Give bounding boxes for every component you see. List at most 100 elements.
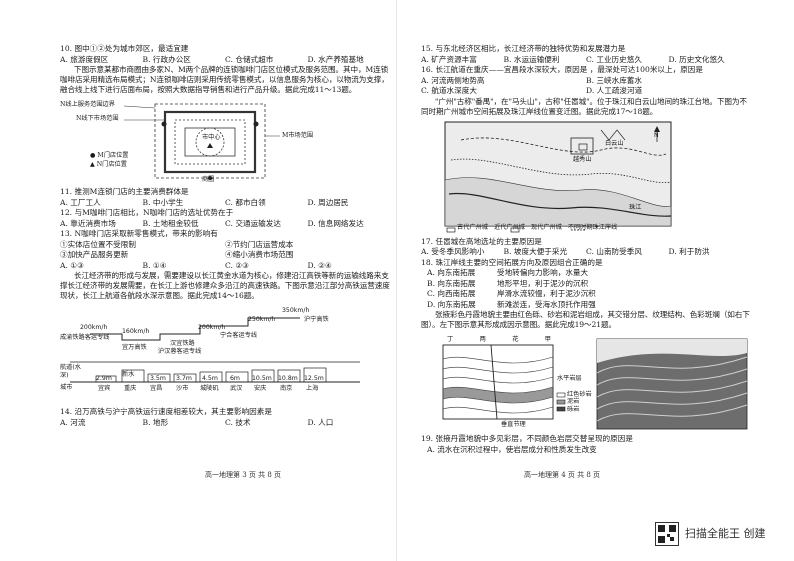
q15-option-d: D. 历史文化悠久 — [668, 54, 725, 64]
section-label-jia: 甲 — [544, 336, 551, 344]
q12-option-b: B. 土地租金较低 — [142, 218, 199, 228]
q16-option-c: C. 航道水深度大 — [421, 86, 477, 96]
legend-shoreline: 不同时期珠江岸线 — [567, 223, 618, 231]
question-17-options: A. 受冬季风影响小 B. 坡度大便于采光 C. 山南防受季风 D. 利于防洪 — [421, 247, 751, 257]
map-label-yuexiu: 越秀山 — [573, 155, 592, 163]
q15-option-b: B. 水运运输便利 — [503, 54, 560, 64]
city-yibin: 宜宾 — [98, 385, 111, 393]
q10-option-c: C. 仓储式超市 — [225, 54, 274, 64]
danxia-figures: 丁 两 花 甲 红色砂岩 泥岩 砾岩 水平岩层 垂直节理 — [421, 333, 751, 431]
label-n-online-range: N线上服务范围边界 — [60, 101, 115, 109]
section-top-labels: 丁 两 花 甲 — [447, 336, 551, 344]
question-13-stem: 13. N咖啡门店采取新零售模式，带来的影响有 — [60, 229, 218, 239]
q18-b-direction: B. 向东南拓展 — [427, 278, 476, 288]
question-13-items-row2: ③加快产品服务更新 ④缩小消费市场范围 — [60, 250, 390, 260]
q18-row-b: B. 向东南拓展 地形平坦，利于泥沙的沉积 — [421, 279, 751, 289]
q13-option-c: C. ②③ — [225, 260, 249, 270]
section-label-ding: 丁 — [447, 336, 454, 344]
speed-200-a: 200km/h — [80, 324, 108, 332]
depth-wuhan: 6m — [230, 375, 240, 383]
map-north-arrow: N — [654, 131, 659, 139]
question-12-stem: 12. 与M咖啡门店相比，N咖啡门店的选址优势在于 — [60, 208, 234, 218]
question-19-stem: 19. 张掖丹霞地貌中多见彩层，不同颜色岩层交替呈现的原因是 — [421, 434, 633, 444]
question-12-options: A. 靠近消费市场 B. 土地租金较低 C. 交通运输发达 D. 信息网络发达 — [60, 219, 390, 229]
section-label-liang: 两 — [479, 336, 486, 344]
left-content: 10. 图中①②处为城市郊区，最适宜建 A. 旅游度假区 B. 行政办公区 C.… — [60, 44, 390, 428]
question-11-stem: 11. 推测M连锁门店的主要消费群体是 — [60, 187, 189, 197]
legend-m-store: ● M门店位置 — [90, 152, 129, 160]
q13-item-1: ①实体店位置不受限制 — [60, 239, 136, 249]
q10-option-b: B. 行政办公区 — [142, 54, 191, 64]
legend-conglomerate: 砾岩 — [567, 405, 580, 413]
question-18-stem: 18. 珠江岸线主要的空间拓展方向及原因组合正确的是 — [421, 257, 603, 267]
question-16-options-row1: A. 河流两侧地势高 B. 三峡水库蓄水 — [421, 76, 751, 86]
q18-d-direction: D. 向东南拓展 — [427, 299, 476, 309]
q13-item-4: ④缩小消费市场范围 — [225, 250, 294, 260]
guangzhou-map: 白云山 越秀山 珠江 N 古代广州城 近代广州城 现代广州城 不同时期珠江岸线 — [421, 120, 751, 234]
q13-option-b: B. ①④ — [142, 260, 167, 270]
q18-a-reason: 受地转偏向力影响，水量大 — [497, 268, 589, 278]
depth-chongqing: 新水 — [122, 371, 135, 379]
question-14-options: A. 河流 B. 地形 C. 技术 D. 人口 — [60, 418, 390, 428]
coffee-store-diagram: N线上服务范围边界 N线下市场范围 市中心 M市场范围 ● M门店位置 ▲ N门… — [60, 98, 390, 184]
left-page-footer: 高一地理第 3 页 共 8 页 — [205, 471, 282, 479]
q18-row-d: D. 向东南拓展 新滩淤连，受海水顶托作用强 — [421, 300, 751, 310]
scanner-watermark: 扫描全能王 创建 — [655, 522, 766, 546]
line-yiwan: 宜万高铁 — [122, 344, 147, 352]
right-page-footer: 高一地理第 4 页 共 8 页 — [524, 471, 601, 479]
speed-250: 250km/h — [248, 316, 276, 324]
map-legend: 古代广州城 近代广州城 现代广州城 不同时期珠江岸线 — [457, 224, 687, 232]
q14-option-a: A. 河流 — [60, 417, 86, 427]
line-hanyi: 汉宜铁路 — [170, 340, 195, 348]
right-page: 15. 与东北经济区相比，长江经济带的独特优势和发展潜力是 A. 矿产资源丰富 … — [397, 0, 794, 561]
line-ninghe: 宁合客运专线 — [220, 332, 258, 340]
label-city-center: 市中心 — [202, 134, 221, 142]
page-gutter — [396, 0, 397, 561]
legend-modern: 现代广州城 — [530, 223, 562, 231]
coffee-store-svg — [123, 103, 280, 181]
q13-item-3: ③加快产品服务更新 — [60, 250, 129, 260]
q18-c-direction: C. 向西南拓展 — [427, 289, 476, 299]
legend-modern-early: 近代广州城 — [493, 223, 525, 231]
q19-option-a: A. 流水在沉积过程中，使岩层成分和性质发生改变 — [427, 444, 597, 454]
city-chongqing: 重庆 — [124, 385, 137, 393]
speed-160: 160km/h — [122, 328, 150, 336]
city-nanjing: 南京 — [280, 385, 293, 393]
question-15-options: A. 矿产资源丰富 B. 水运运输便利 C. 工业历史悠久 D. 历史文化悠久 — [421, 55, 751, 65]
q17-option-b: B. 坡度大便于采光 — [503, 247, 568, 257]
q12-option-a: A. 靠近消费市场 — [60, 218, 116, 228]
question-16-options-row2: C. 航道水深度大 D. 人工疏浚河道 — [421, 86, 751, 96]
label-city: 城市 — [60, 384, 73, 392]
q18-row-a: A. 向东南拓展 受地转偏向力影响，水量大 — [421, 268, 751, 278]
question-14-stem: 14. 沿万高铁与沪宁高铁运行速度相差较大，其主要影响因素是 — [60, 407, 272, 417]
section-legend: 红色砂岩 泥岩 砾岩 — [567, 391, 597, 412]
city-yichang: 宜昌 — [150, 385, 163, 393]
q16-option-d: D. 人工疏浚河道 — [586, 86, 643, 96]
label-n-offline-range: N线下市场范围 — [76, 115, 119, 123]
left-page: 10. 图中①②处为城市郊区，最适宜建 A. 旅游度假区 B. 行政办公区 C.… — [60, 44, 390, 479]
question-10-options: A. 旅游度假区 B. 行政办公区 C. 仓储式超市 D. 水产养殖基地 — [60, 55, 390, 65]
q18-d-reason: 新滩淤连，受海水顶托作用强 — [497, 299, 596, 309]
city-anqing: 安庆 — [254, 385, 267, 393]
depth-anqing: 10.5m — [252, 375, 272, 383]
speed-200-b: 200km/h — [198, 324, 226, 332]
q18-a-direction: A. 向东南拓展 — [427, 268, 476, 278]
legend-red-sandstone: 红色砂岩 — [567, 391, 592, 399]
depth-shanghai: 12.5m — [304, 375, 324, 383]
section-label-horizontal: 水平岩层 — [557, 375, 582, 383]
label-district: 商圈 — [202, 176, 215, 184]
city-row: 宜宾 重庆 宜昌 沙市 城陵矶 武汉 安庆 南京 上海 — [98, 385, 338, 393]
q11-option-c: C. 都市白领 — [225, 197, 266, 207]
rail-speed-diagram: 350km/h 250km/h 200km/h 160km/h 200km/h … — [60, 304, 390, 404]
legend-mudstone: 泥岩 — [567, 398, 580, 406]
q11-option-a: A. 工厂工人 — [60, 197, 101, 207]
q16-option-a: A. 河流两侧地势高 — [421, 75, 485, 85]
depth-chenglingji: 4.5m — [202, 375, 218, 383]
passage-guangzhou: "广州"古称"番禺"，在"马头山"，古称"任嚣城"。位于珠江和白云山地间的珠江台… — [421, 96, 747, 116]
label-channel-depth: 航道(水深) — [60, 364, 81, 380]
guangzhou-map-svg — [444, 121, 672, 232]
danxia-svg — [442, 338, 748, 430]
q18-row-c: C. 向西南拓展 岸滑水流较慢，利于泥沙沉积 — [421, 289, 751, 299]
q15-option-c: C. 工业历史悠久 — [586, 54, 642, 64]
q13-item-2: ②节约门店运营成本 — [225, 239, 294, 249]
